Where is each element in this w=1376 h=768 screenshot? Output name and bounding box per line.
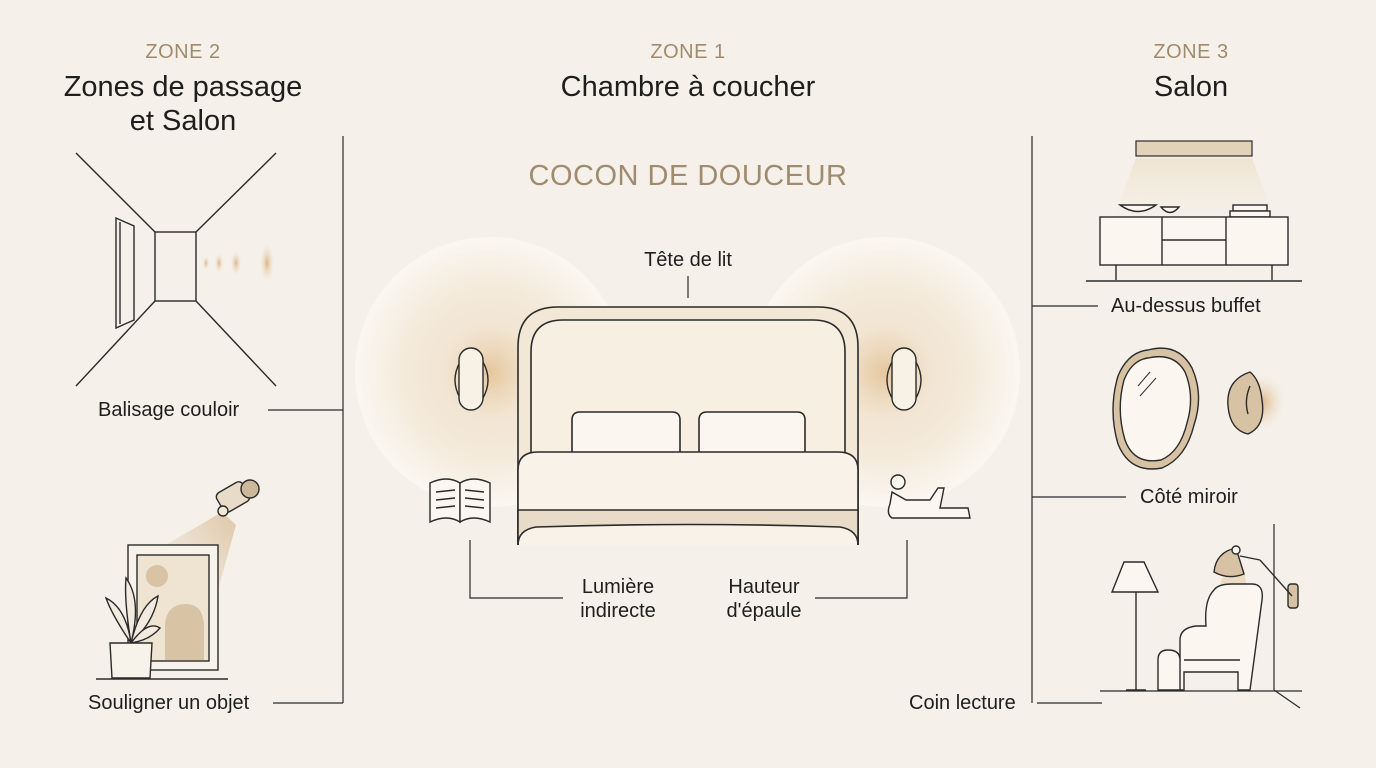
highlight-object-label: Souligner un objet: [88, 692, 250, 714]
open-book-icon: [429, 478, 491, 524]
connector-lines: [268, 136, 1126, 704]
zone-2-title-line-1: Zones de passage: [63, 71, 303, 103]
headboard-label: Tête de lit: [644, 249, 732, 271]
bedroom-tagline: COCON DE DOUCEUR: [528, 160, 848, 192]
shoulder-height-label-line-1: Hauteur: [728, 576, 800, 598]
indirect-light-label-line-2: indirecte: [580, 600, 656, 622]
above-buffet-label: Au-dessus buffet: [1111, 295, 1261, 317]
zone-1-title: Chambre à coucher: [560, 71, 816, 103]
armchair-icon: [1100, 583, 1302, 709]
sideboard-icon: [1086, 204, 1302, 282]
mirror-icon: [1112, 347, 1200, 470]
swing-arm-lamp-icon: [1213, 524, 1299, 690]
corridor-perspective-icon: [75, 152, 277, 387]
indirect-light-label-line-1: Lumière: [581, 576, 655, 598]
wall-sconce-icon: [454, 347, 922, 411]
indirect-light-label: Lumière indirecte: [558, 575, 678, 623]
led-bar-icon: [1135, 140, 1253, 157]
spotlight-icon: [215, 479, 260, 517]
zone-3-title: Salon: [1153, 71, 1229, 103]
shoulder-height-label-line-2: d'épaule: [726, 600, 802, 622]
corridor-marking-label: Balisage couloir: [98, 399, 240, 421]
zone-2-title: Zones de passage et Salon: [58, 70, 308, 138]
zone-2-tag: ZONE 2: [145, 41, 221, 63]
shoulder-height-label: Hauteur d'épaule: [704, 575, 824, 623]
floor-lamp-icon: [1110, 561, 1160, 691]
zone-2-title-line-2: et Salon: [129, 105, 237, 137]
reclining-person-icon: [887, 474, 971, 519]
mirror-side-label: Côté miroir: [1140, 486, 1238, 508]
zone-3-heading: ZONE 3 Salon: [1091, 41, 1291, 104]
corridor-marker-lights: [202, 241, 275, 285]
bed-icon: [517, 306, 859, 546]
reading-corner-label: Coin lecture: [909, 692, 1016, 714]
wall-disc-lamp-icon: [1227, 370, 1288, 435]
zone-3-tag: ZONE 3: [1153, 41, 1229, 63]
zone-1-heading: ZONE 1 Chambre à coucher: [538, 41, 838, 104]
zone-2-heading: ZONE 2 Zones de passage et Salon: [58, 41, 308, 138]
potted-plant-icon: [96, 576, 228, 680]
zone-1-tag: ZONE 1: [650, 41, 726, 63]
